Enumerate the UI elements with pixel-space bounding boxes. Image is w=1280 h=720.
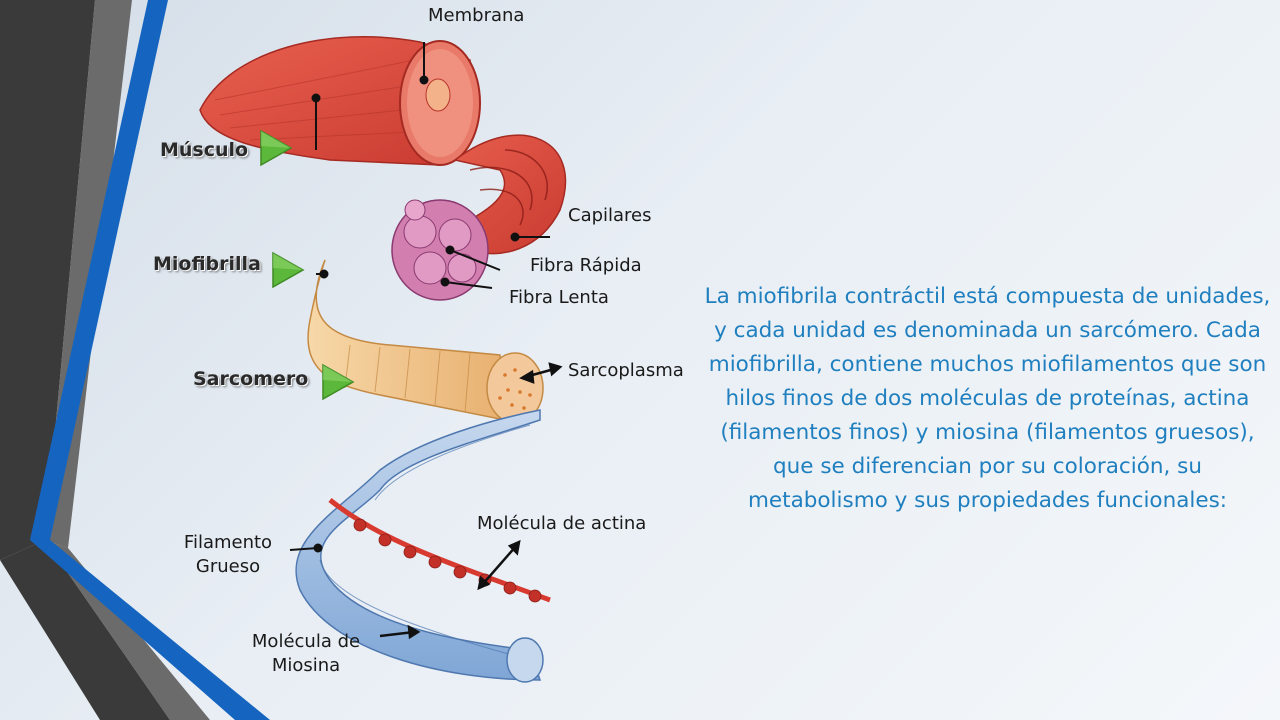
label-miosina-line1: Molécula de	[251, 631, 361, 652]
label-molecula-actina: Molécula de actina	[477, 513, 647, 534]
label-fibra-rapida: Fibra Rápida	[530, 255, 642, 276]
muscle-illustration	[199, 36, 567, 683]
pointer-fibra-rapida	[449, 249, 501, 271]
section-miofibrilla: Miofibrilla	[153, 253, 261, 275]
label-filamento-line2: Grueso	[195, 556, 261, 577]
label-filamento-grueso: Filamento Grueso	[170, 531, 286, 579]
filament-end	[506, 637, 544, 683]
arrow-actina	[481, 544, 518, 586]
band-blue-bottom	[30, 540, 270, 720]
band-dark-bottom	[0, 540, 170, 720]
label-filamento-line1: Filamento	[183, 532, 273, 553]
play-arrow-sarcomero-icon	[322, 363, 355, 401]
description-text: La miofibrila contráctil está compuesta …	[704, 284, 1271, 513]
label-fibra-lenta: Fibra Lenta	[509, 287, 609, 308]
play-arrow-miofibrilla-icon	[272, 251, 305, 289]
band-dark	[0, 0, 95, 560]
label-sarcoplasma: Sarcoplasma	[568, 360, 684, 381]
label-capilares: Capilares	[568, 205, 652, 226]
label-molecula-miosina: Molécula de Miosina	[240, 630, 372, 678]
label-membrana: Membrana	[428, 5, 525, 26]
band-blue-top	[30, 0, 168, 540]
section-musculo: Músculo	[160, 139, 249, 161]
section-sarcomero: Sarcomero	[193, 368, 309, 390]
play-arrow-musculo-icon	[260, 129, 293, 167]
myofibril	[307, 259, 506, 421]
decorative-bands	[0, 0, 270, 720]
pointer-filamento	[289, 547, 319, 551]
label-miosina-line2: Miosina	[271, 655, 341, 676]
pointer-fibra-lenta	[444, 281, 493, 289]
